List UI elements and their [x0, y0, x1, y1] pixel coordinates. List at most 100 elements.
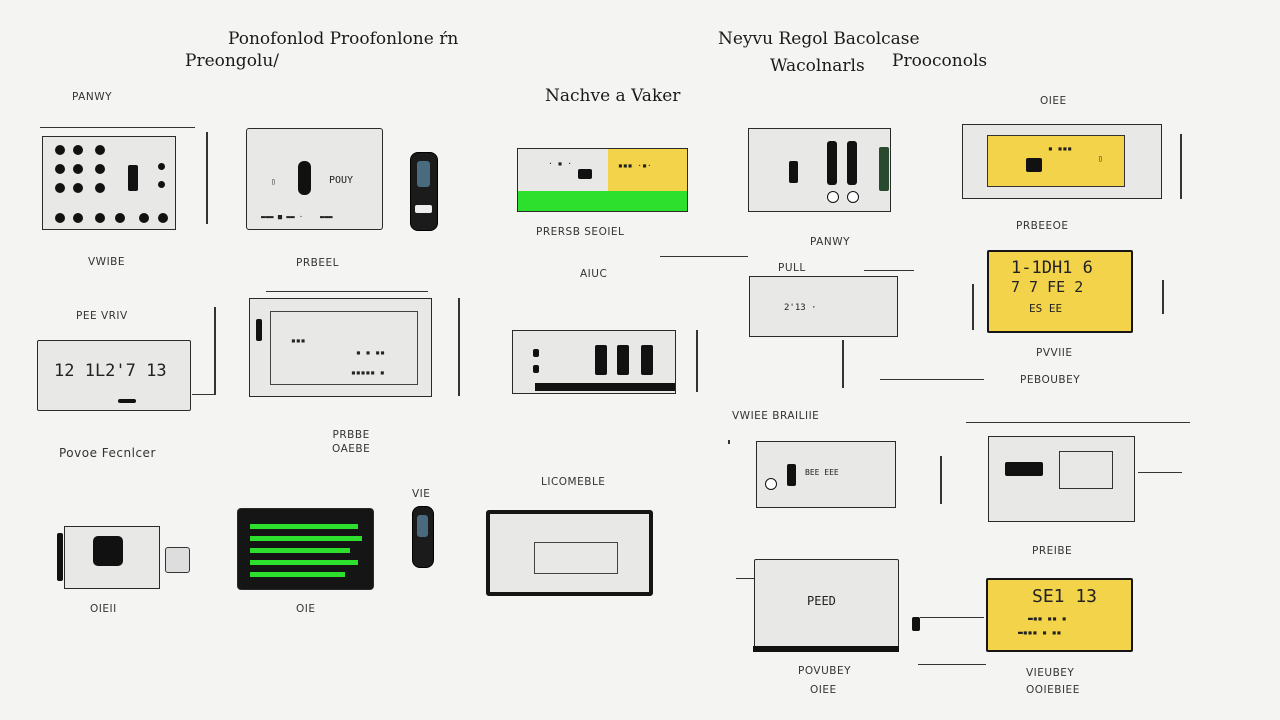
gauge-readout: SE1 13	[1032, 586, 1098, 607]
keypad-key	[73, 183, 83, 193]
label-r-r5c: VIEUBEY	[1026, 667, 1075, 679]
right-subtitle-a: Wacolnarls	[770, 56, 865, 76]
panel-screen: ▪▪▪ ▪ ▪ ▪▪ ▪▪▪▪▪ ▪	[270, 311, 418, 385]
connector-line	[458, 298, 460, 396]
yellow-readout-device: 1-1DH1 6 7 7 FE 2 ES EE	[987, 250, 1133, 333]
keypad-key	[115, 213, 125, 223]
round-knob	[827, 191, 839, 203]
side-control	[256, 319, 262, 341]
yellow-readout: ▪ ▪▪▪	[1048, 144, 1073, 153]
green-screen-device	[237, 508, 374, 590]
panel-readout: ▪▪▪▪▪ ▪	[351, 368, 385, 377]
yellow-display	[608, 149, 687, 191]
connector-line	[1162, 280, 1164, 314]
status-readout: · ▪ ·	[548, 159, 573, 168]
indicator	[578, 169, 592, 179]
keypad-key	[55, 183, 65, 193]
keypad-key	[73, 213, 83, 223]
base-strip	[753, 646, 899, 652]
switch	[847, 141, 857, 185]
connector-line	[940, 456, 942, 504]
pull-device: 2'13 ·	[749, 276, 898, 337]
label-power: Povoe Fecnlcer	[59, 446, 156, 460]
remote-screen	[417, 161, 430, 187]
panel-readout: ▪ ▪ ▪▪	[356, 348, 385, 357]
center-control-device: BEE EEE	[756, 441, 896, 508]
label-c-r3: LICOMEBLE	[541, 476, 606, 488]
panel-readout: ▪▪▪	[291, 336, 306, 345]
round-knob	[847, 191, 859, 203]
keypad-key	[95, 145, 105, 155]
device-footer-text: ▬▬▬ ■ ▬▬ · ▬▬▬	[261, 213, 333, 221]
label-r2b: PRBBE OAEBE	[332, 429, 371, 455]
panel-window	[1059, 451, 1113, 489]
label-r3a: OIEII	[90, 603, 117, 615]
yellow-readout-line: 7 7 FE 2	[1011, 278, 1084, 296]
power-button	[93, 536, 123, 566]
keypad-key	[55, 145, 65, 155]
keypad-key	[95, 164, 105, 174]
connector-line	[736, 578, 754, 579]
switch-knob	[298, 161, 311, 195]
yellow-panel-device: ▪ ▪▪▪ ▯	[962, 124, 1162, 199]
left-subtitle: Preongolu/	[185, 51, 280, 71]
connector-line	[880, 379, 984, 380]
connector-line	[266, 291, 428, 292]
panel-device: ▯ POUY ▬▬▬ ■ ▬▬ · ▬▬▬	[246, 128, 383, 230]
label-r1: VWIBE	[88, 256, 125, 268]
indicator	[1026, 158, 1042, 172]
label-small-top: VIE	[412, 488, 431, 500]
dual-switch-device	[748, 128, 891, 212]
green-bar	[250, 572, 345, 577]
keypad-key	[95, 183, 105, 193]
connector-line	[842, 340, 844, 388]
keypad-key	[158, 213, 168, 223]
keypad-key	[55, 213, 65, 223]
switch	[617, 345, 629, 375]
connector-line	[920, 617, 984, 618]
switch-bank-device	[512, 330, 676, 394]
green-bar	[250, 560, 358, 565]
round-knob	[765, 478, 777, 490]
connector-line	[660, 256, 748, 257]
peed-readout: PEED	[807, 594, 836, 608]
green-bar	[250, 548, 350, 553]
gauge-readout: ▬▪▪▪ ▪ ▪▪	[1018, 628, 1062, 637]
device-screen-text: POUY	[329, 175, 354, 186]
label-r1b: PRBEEL	[296, 257, 339, 269]
display-bar	[118, 399, 136, 403]
label-c-r2: AIUC	[580, 268, 608, 280]
status-panel-device: · ▪ · ▪▪▪ ·▪·	[517, 148, 688, 212]
indicator	[533, 365, 539, 373]
right-subtitle-b: Prooconols	[892, 51, 988, 71]
numeric-readout: 12 1L2'7 13	[54, 361, 167, 381]
yellow-readout-line: ES EE	[1029, 302, 1063, 315]
connector-line	[40, 127, 195, 128]
side-bracket	[57, 533, 63, 581]
frame-inner-window	[534, 542, 618, 574]
indicator	[533, 349, 539, 357]
label-r-r4: PREIBE	[1032, 545, 1073, 557]
window-panel-device	[988, 436, 1135, 522]
status-led	[158, 181, 165, 188]
connector-plug	[165, 547, 190, 573]
label-r-r2b: PEBOUBEY	[1020, 374, 1081, 386]
green-strip	[518, 191, 687, 211]
label-r-r3a: VWIEE BRAILIIE	[732, 410, 820, 422]
screen-frame-device	[486, 510, 653, 596]
control-readout: BEE EEE	[805, 468, 839, 477]
display-slot	[128, 165, 138, 191]
keypad-key	[55, 164, 65, 174]
green-bar	[250, 524, 358, 529]
connector-line	[1138, 472, 1182, 473]
label-r-r1: PANWY	[810, 236, 850, 248]
label-r-r2a: PVVIIE	[1036, 347, 1073, 359]
yellow-display: ▪ ▪▪▪ ▯	[987, 135, 1125, 187]
right-title: Neyvu Regol Bacolcase	[718, 29, 920, 49]
center-title: Nachve a Vaker	[545, 86, 681, 106]
label-r-r5b: OIEE	[810, 684, 837, 696]
connector-line	[864, 270, 914, 271]
yellow-gauge-device: SE1 13 ▬▪▪ ▪▪ ▪ ▬▪▪▪ ▪ ▪▪	[986, 578, 1133, 652]
label-top-left: PANWY	[72, 91, 112, 103]
connector-line	[1180, 134, 1182, 199]
